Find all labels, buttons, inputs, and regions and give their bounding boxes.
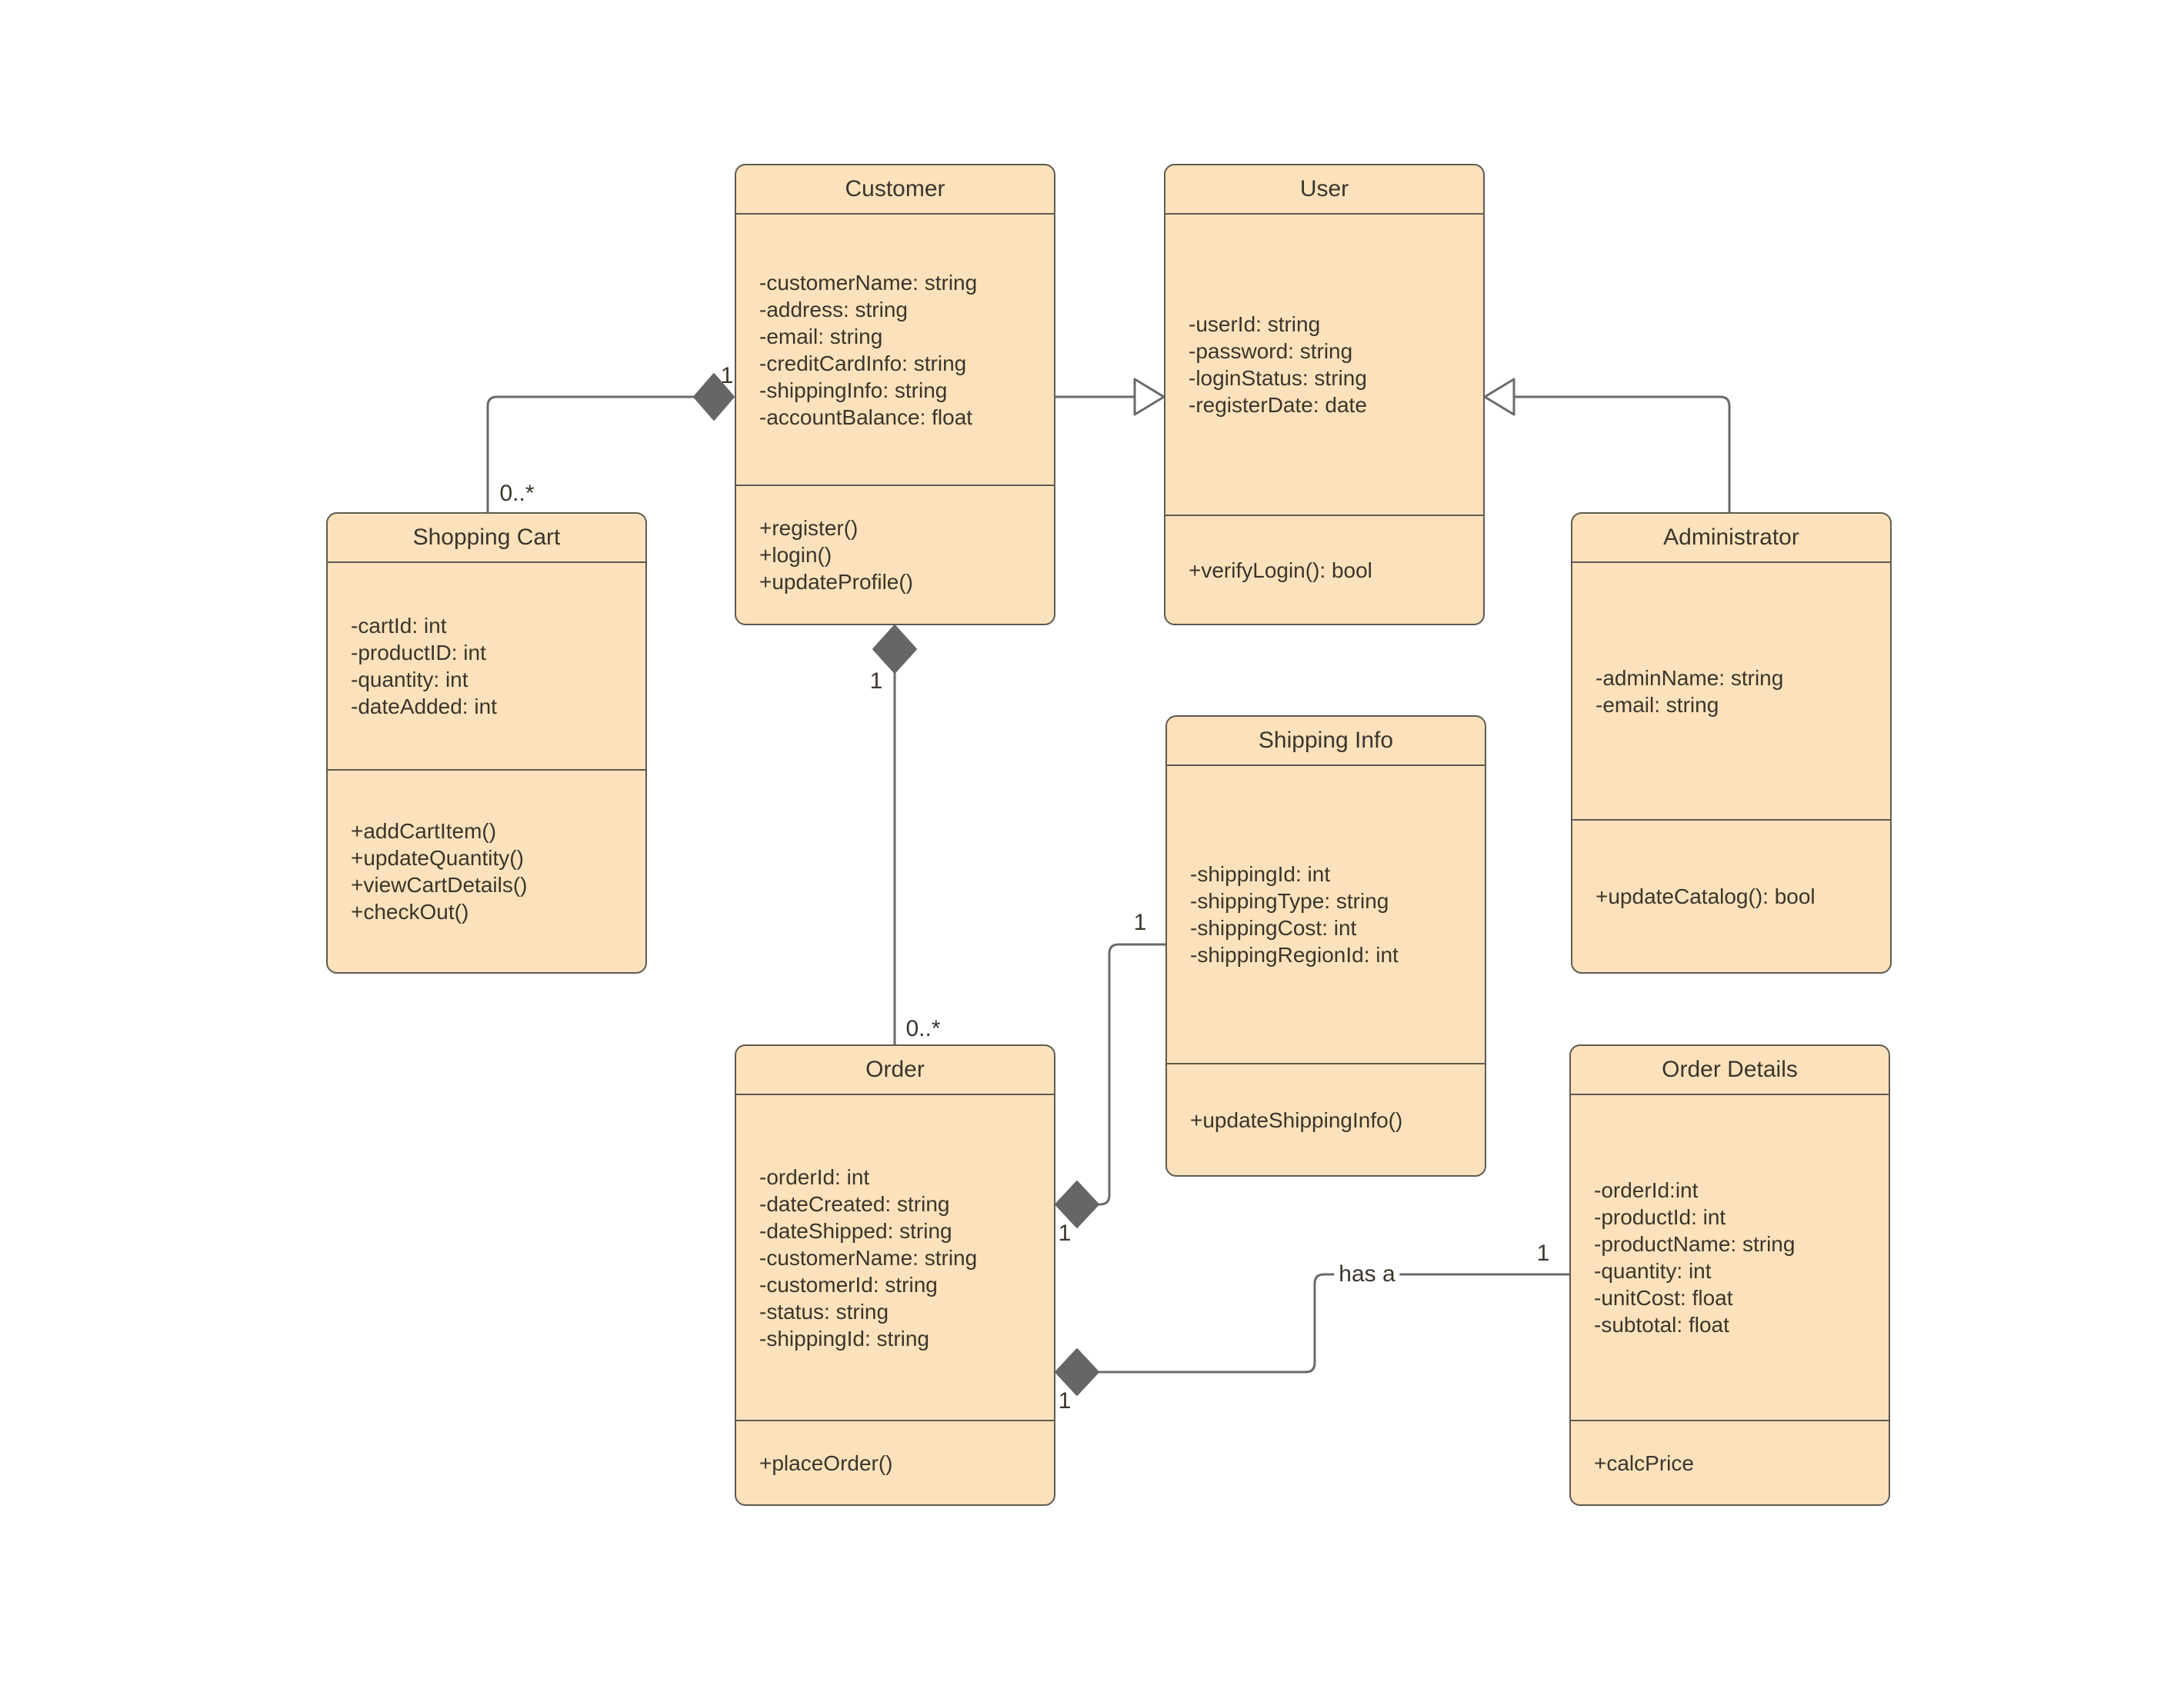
class-attributes: -adminName: string-email: string: [1572, 563, 1890, 819]
multiplicity-label-details-1[interactable]: 1: [1536, 1241, 1550, 1266]
method-row: +updateProfile(): [759, 570, 914, 594]
attribute-row: -shippingInfo: string: [759, 378, 948, 402]
class-box-administrator[interactable]: Administrator -adminName: string-email: …: [1571, 512, 1892, 974]
class-attributes: -shippingId: int -shippingType: string -sh…: [1167, 766, 1485, 1063]
method-row: +checkOut(): [351, 900, 469, 924]
connector-line[interactable]: [1514, 395, 1731, 512]
class-methods: +updateShippingInfo(): [1167, 1063, 1485, 1175]
connector-administrator-user[interactable]: [1483, 378, 1731, 512]
class-methods: +verifyLogin(): bool: [1165, 515, 1483, 624]
class-methods: +addCartItem() +updateQuantity() +viewCart…: [328, 769, 645, 972]
attribute-row: -registerDate: date: [1189, 393, 1367, 417]
attribute-row: -password: string: [1189, 339, 1353, 363]
class-box-user[interactable]: User -userId: string -password: string -lo…: [1164, 164, 1485, 625]
connector-line[interactable]: [1099, 1273, 1569, 1374]
attribute-row: -status: string: [759, 1299, 889, 1324]
attribute-row: -creditCardInfo: string: [759, 351, 967, 375]
class-attributes: -userId: string -password: string -loginSt…: [1165, 215, 1483, 515]
method-row: +login(): [759, 543, 832, 567]
connector-customer-user[interactable]: [1055, 378, 1165, 416]
class-attributes: -orderId: int-dateCreated: string-dateSh…: [736, 1095, 1054, 1420]
attribute-row: -email: string: [1595, 692, 1719, 717]
attribute-row: -shippingId: string: [759, 1326, 930, 1351]
attribute-row: -customerName: string: [759, 1245, 978, 1270]
attribute-row: -userId: string: [1189, 312, 1321, 336]
class-title: Shipping Info: [1167, 717, 1485, 766]
class-title: Order Details: [1571, 1046, 1889, 1095]
method-row: +placeOrder(): [759, 1451, 893, 1475]
method-row: +addCartItem(): [351, 819, 497, 843]
class-attributes: -customerName: string-address: string -em…: [736, 215, 1054, 485]
connector-order-orderdetails[interactable]: [1055, 1273, 1569, 1396]
attribute-row: -orderId: int: [759, 1164, 870, 1189]
method-row: +calcPrice: [1594, 1451, 1694, 1475]
attribute-row: -quantity: int: [351, 668, 468, 691]
class-box-order-details[interactable]: Order Details -orderId:int -productId: in…: [1569, 1044, 1890, 1506]
attribute-row: -address: string: [759, 297, 908, 321]
class-title: Order: [736, 1046, 1054, 1095]
generalization-triangle[interactable]: [1483, 378, 1515, 416]
composition-diamond[interactable]: [693, 373, 735, 421]
method-row: +register(): [759, 516, 859, 540]
attribute-row: -accountBalance: float: [759, 405, 973, 429]
attribute-row: -adminName: string: [1595, 665, 1784, 690]
attribute-row: -dateShipped: string: [759, 1218, 952, 1243]
attribute-row: -customerName: string: [759, 270, 978, 295]
connector-order-shippinginfo[interactable]: [1055, 943, 1165, 1228]
method-row: +viewCartDetails(): [351, 873, 528, 897]
multiplicity-label-customer-order-1[interactable]: 1: [869, 668, 883, 694]
composition-diamond[interactable]: [872, 625, 917, 674]
generalization-triangle[interactable]: [1133, 378, 1165, 416]
class-methods: +placeOrder(): [736, 1420, 1054, 1504]
class-methods: +calcPrice: [1571, 1420, 1889, 1504]
attribute-row: -productID: int: [351, 641, 486, 664]
class-box-shipping-info[interactable]: Shipping Info -shippingId: int -shippingT…: [1165, 715, 1486, 1177]
class-title: Customer: [736, 165, 1054, 215]
attribute-row: -shippingId: int: [1190, 862, 1331, 886]
attribute-row: -shippingType: string: [1190, 889, 1389, 913]
association-label-has-a[interactable]: has a: [1334, 1261, 1400, 1287]
attribute-row: -productName: string: [1594, 1232, 1796, 1256]
attribute-row: -productId: int: [1594, 1205, 1726, 1229]
attribute-row: -unitCost: float: [1594, 1286, 1733, 1310]
method-row: +updateQuantity(): [351, 846, 524, 870]
class-attributes: -orderId:int -productId: int -productName:…: [1571, 1095, 1889, 1420]
multiplicity-label-order-many[interactable]: 0..*: [905, 1016, 941, 1041]
attribute-row: -shippingRegionId: int: [1190, 943, 1399, 967]
attribute-row: -loginStatus: string: [1189, 366, 1367, 390]
class-box-shopping-cart[interactable]: Shopping Cart -cartId: int -productID: in…: [326, 512, 647, 974]
method-row: +updateCatalog(): bool: [1595, 884, 1816, 908]
method-row: +verifyLogin(): bool: [1189, 558, 1372, 582]
attribute-row: -cartId: int: [351, 614, 447, 638]
class-attributes: -cartId: int -productID: int -quantity: in…: [328, 563, 645, 769]
connector-customer-order[interactable]: [872, 625, 917, 1044]
attribute-row: -quantity: int: [1594, 1259, 1712, 1283]
attribute-row: -shippingCost: int: [1190, 916, 1357, 940]
composition-diamond[interactable]: [1055, 1181, 1099, 1228]
attribute-row: -email: string: [759, 324, 883, 348]
multiplicity-label-customer-cart-1[interactable]: 1: [720, 363, 734, 388]
attribute-row: -orderId:int: [1594, 1178, 1699, 1202]
class-box-order[interactable]: Order -orderId: int-dateCreated: string-…: [735, 1044, 1055, 1506]
method-row: +updateShippingInfo(): [1190, 1107, 1403, 1132]
class-box-customer[interactable]: Customer -customerName: string-address: …: [735, 164, 1055, 625]
multiplicity-label-shipping-1[interactable]: 1: [1133, 910, 1147, 935]
connector-customer-shoppingcart[interactable]: [486, 373, 735, 512]
multiplicity-label-cart-many[interactable]: 0..*: [499, 481, 535, 506]
class-title: User: [1165, 165, 1483, 215]
attribute-row: -customerId: string: [759, 1272, 938, 1297]
attribute-row: -subtotal: float: [1594, 1313, 1729, 1337]
attribute-row: -dateCreated: string: [759, 1191, 950, 1216]
connector-line[interactable]: [486, 395, 694, 512]
multiplicity-label-order-details-1[interactable]: 1: [1058, 1388, 1072, 1414]
class-methods: +updateCatalog(): bool: [1572, 819, 1890, 972]
attribute-row: -dateAdded: int: [351, 694, 497, 718]
connector-line[interactable]: [1099, 943, 1165, 1206]
multiplicity-label-order-shipping-1[interactable]: 1: [1058, 1221, 1072, 1246]
class-title: Shopping Cart: [328, 514, 645, 563]
class-title: Administrator: [1572, 514, 1890, 563]
composition-diamond[interactable]: [1055, 1348, 1099, 1396]
class-methods: +register() +login() +updateProfile(): [736, 485, 1054, 624]
